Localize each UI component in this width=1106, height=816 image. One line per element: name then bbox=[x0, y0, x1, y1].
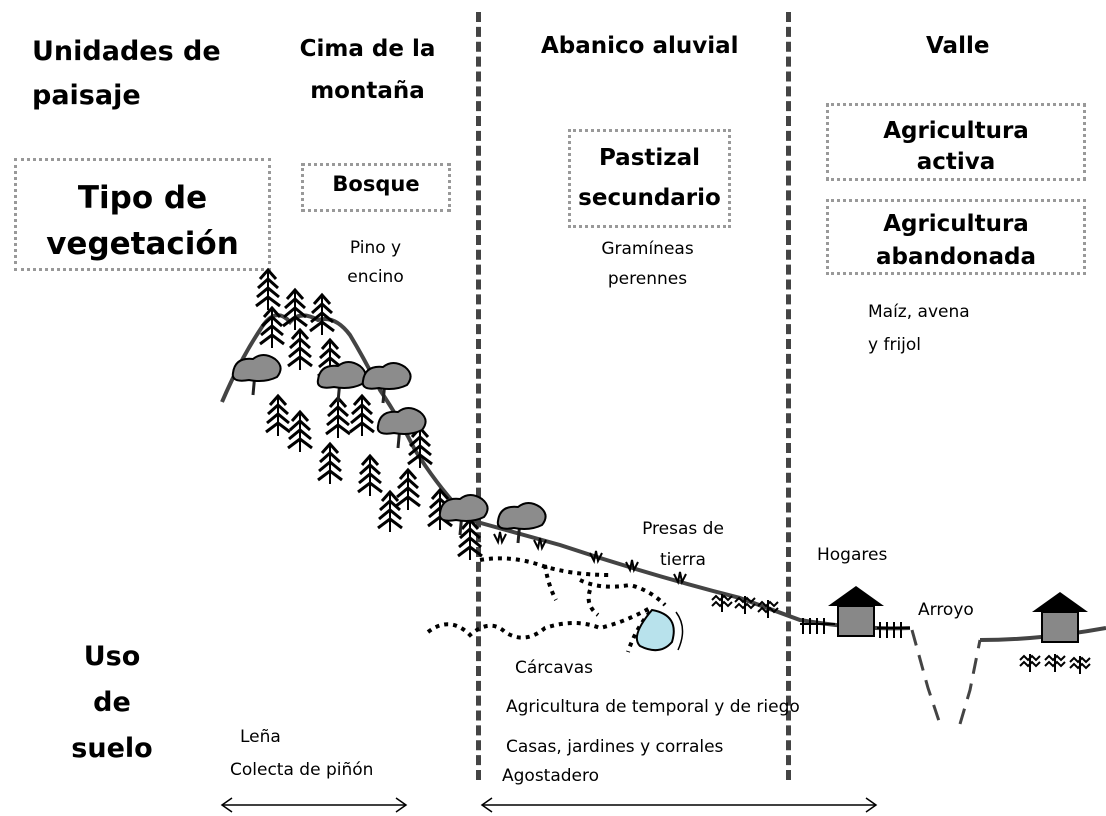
grassland-label: Pastizal secundario bbox=[578, 145, 721, 211]
abandoned-agriculture-box bbox=[826, 199, 1086, 275]
active-agriculture-box bbox=[826, 103, 1086, 181]
stream-bank-right bbox=[958, 639, 982, 725]
crops-label: Maíz, avena y frijol bbox=[868, 302, 970, 355]
stream-bank-left bbox=[910, 629, 942, 725]
houses-gardens-label: Casas, jardines y corrales bbox=[506, 737, 724, 757]
forest-species-label: Pino y encino bbox=[347, 238, 404, 287]
forest-box bbox=[301, 163, 451, 212]
abandoned-agriculture-label: Agricultura abandonada bbox=[875, 211, 1037, 270]
landscape-units-label: Unidades de paisaje bbox=[32, 36, 221, 111]
vegetation-type-label: Tipo de vegetación bbox=[46, 180, 239, 262]
grazing-label: Agostadero bbox=[502, 766, 600, 786]
range-arrow-summit bbox=[220, 797, 408, 813]
forest-label: Bosque bbox=[332, 172, 420, 196]
stream-label: Arroyo bbox=[918, 600, 974, 620]
house-icon bbox=[1031, 591, 1089, 643]
alluvial-fan-header: Abanico aluvial bbox=[541, 33, 739, 59]
grassland-box bbox=[568, 129, 731, 228]
earth-dam-pond bbox=[636, 608, 684, 652]
divider-right bbox=[786, 12, 791, 780]
households-label: Hogares bbox=[817, 545, 888, 565]
land-use-label: Uso de suelo bbox=[71, 641, 153, 764]
rainfed-irrigated-label: Agricultura de temporal y de riego bbox=[506, 697, 800, 717]
pine-nut-collection-label: Colecta de piñón bbox=[230, 760, 374, 780]
earth-dams-label: Presas de tierra bbox=[642, 519, 724, 570]
grassland-species-label: Gramíneas perennes bbox=[601, 239, 694, 289]
summit-header: Cima de la montaña bbox=[299, 36, 436, 104]
divider-left bbox=[476, 12, 481, 780]
gullies-label: Cárcavas bbox=[515, 658, 594, 678]
fences bbox=[800, 618, 910, 638]
valley-header: Valle bbox=[926, 33, 990, 59]
firewood-label: Leña bbox=[240, 727, 281, 747]
vegetation-type-box bbox=[14, 158, 271, 271]
gullies bbox=[426, 556, 667, 653]
active-agriculture-label: Agricultura activa bbox=[883, 118, 1029, 175]
range-arrow-fan bbox=[480, 797, 878, 813]
